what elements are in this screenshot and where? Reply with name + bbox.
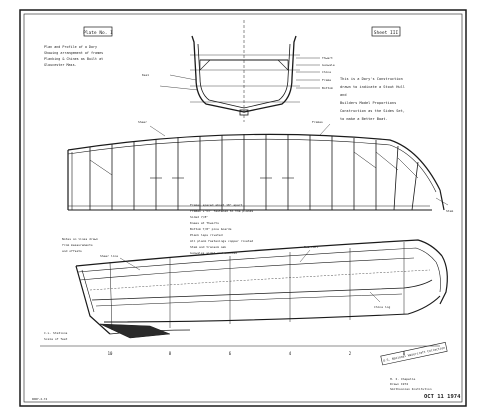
scantling-line: Bottom: [322, 86, 333, 90]
station-mark: 10: [108, 351, 113, 356]
corner-code: DORY-2-74: [32, 397, 47, 401]
sheet-label: Sheet III: [374, 30, 399, 36]
construction-note-line: Plank laps riveted: [190, 233, 223, 237]
sheet-label-box: Sheet III: [371, 26, 401, 37]
title-note-line: Plan and Profile of a Dory: [44, 45, 97, 49]
construction-note-line: Sided 7/8": [190, 215, 208, 219]
bottom-left-note-line: C.L. Stations: [44, 331, 68, 335]
right-note-line: and: [340, 93, 347, 97]
construction-note-line: Frames 1"x3" fastened to the planks: [190, 209, 253, 213]
right-note-line: Builders Model Proportions: [340, 101, 396, 105]
right-note-line: to make a Better Boat.: [340, 117, 388, 121]
title-note-line: Showing arrangement of frames: [44, 51, 103, 55]
date-stamp: OCT 11 1974: [424, 394, 461, 400]
construction-note-line: All plank fastenings copper riveted: [190, 239, 253, 243]
right-note-line: Construction as the Sides Set,: [340, 109, 405, 113]
bottom-left-note-line: Scale of feet: [44, 337, 68, 341]
title-note-line: Gloucester Mass.: [44, 63, 77, 67]
scantling-line: Frame: [322, 78, 331, 82]
scantling-line: Gunwale: [322, 63, 335, 67]
scantling-line: Keel: [142, 73, 149, 77]
profile-label: Sheer line: [100, 254, 118, 258]
plate-label: Plate No. I: [83, 30, 113, 36]
scantling-line: Thwart: [322, 56, 333, 60]
station-mark: 0: [403, 351, 406, 356]
profile-label: Rub rail: [304, 245, 319, 249]
frames-label: Frames: [312, 120, 323, 124]
station-mark: 2: [349, 351, 352, 356]
lower-left-note: Notes on lines drawn from measurements a…: [62, 237, 98, 253]
midship-section-drawing: [159, 20, 320, 122]
lower-left-note-line: and offsets: [62, 249, 82, 253]
title-note-line: Planking & Chines as Built at: [44, 57, 103, 61]
outer-border: [19, 9, 467, 407]
credit-line: H. I. Chapelle: [390, 377, 415, 381]
bottom-left-note: C.L. Stations Scale of feet: [44, 331, 68, 341]
construction-note-line: Bottom 7/8" pine boards: [190, 227, 232, 231]
station-mark: 6: [229, 351, 232, 356]
lower-left-note-line: from measurements: [62, 243, 93, 247]
stamp-text: U.S. National Watercraft Collection: [383, 346, 446, 363]
construction-note-line: Gunwales sided and moulded: [190, 251, 237, 255]
credit-line: Smithsonian Institution: [390, 387, 432, 391]
hull-profile-drawing: [40, 239, 448, 347]
stem-label: Stem: [446, 209, 453, 213]
sheer-label: Sheer: [138, 120, 147, 124]
construction-notes: Frames spaced about 18" apart Frames 1"x…: [190, 203, 253, 255]
station-mark: 8: [169, 351, 172, 356]
construction-note-line: Frames spaced about 18" apart: [190, 203, 243, 207]
title-note: Plan and Profile of a Dory Showing arran…: [44, 45, 103, 67]
station-mark: 4: [289, 351, 292, 356]
right-note-line: This is a Dory's Construction: [340, 77, 403, 81]
framing-plan-drawing: [67, 123, 449, 211]
construction-note-line: Stem and transom oak: [190, 245, 226, 249]
scantling-line: Chine: [322, 70, 331, 74]
credit-block: H. I. Chapelle Drawn 1974 Smithsonian In…: [390, 377, 432, 391]
credit-line: Drawn 1974: [390, 382, 408, 386]
station-marks: 10 8 6 4 2 0: [108, 351, 406, 356]
plate-label-box: Plate No. I: [83, 26, 113, 37]
construction-note-line: Knees at Thwarts: [190, 221, 219, 225]
right-note: This is a Dory's Construction drawn to i…: [340, 77, 405, 121]
profile-label: Chine log: [374, 305, 390, 309]
lower-left-note-line: Notes on lines drawn: [62, 237, 98, 241]
inner-border: [23, 13, 463, 403]
scantling-notes: Thwart Gunwale Chine Frame Bottom Keel: [142, 56, 335, 90]
right-note-line: drawn to indicate a Stout Hull: [340, 85, 405, 89]
